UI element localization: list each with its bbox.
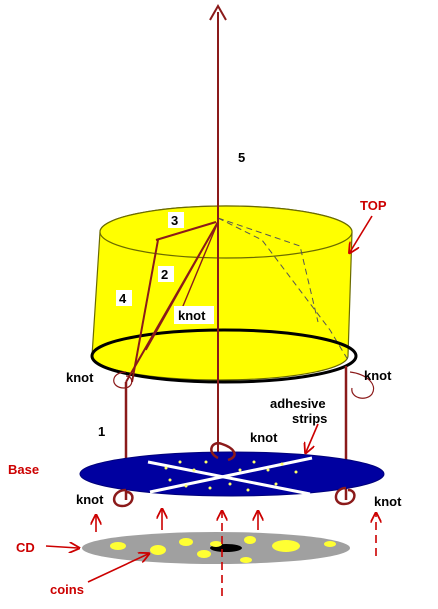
coins-label: coins: [50, 582, 84, 597]
lampshade-bottom-ring: [90, 328, 358, 384]
knot-right-rim-loop: [349, 371, 375, 399]
step-4-label: 4: [119, 291, 127, 306]
top-label: TOP: [360, 198, 387, 213]
step-1-label: 1: [98, 424, 105, 439]
adhesive-strip-2: [149, 456, 313, 494]
adhesive-label-line1: adhesive: [270, 396, 326, 411]
knot-base-right-label: knot: [374, 494, 402, 509]
step-5-label: 5: [238, 150, 245, 165]
knot-base-left-loop: [113, 488, 134, 508]
hidden-string-right: [217, 217, 349, 361]
knot-left-rim-label: knot: [66, 370, 94, 385]
knot-left-rim-loop: [113, 371, 133, 389]
step-2-label: 2: [161, 267, 168, 282]
base-label: Base: [8, 462, 39, 477]
string-step-4: [131, 239, 159, 383]
step-4-box: [116, 290, 132, 306]
knot-base-center-label: knot: [250, 430, 278, 445]
adhesive-pointer-arrow: [306, 423, 319, 452]
center-string-arrowhead: [209, 3, 227, 21]
knot-base-left-label: knot: [76, 492, 104, 507]
coins: [110, 536, 336, 563]
knot-base-right-loop: [334, 486, 356, 506]
knot-center-top-box: [174, 306, 214, 324]
assembly-arrows: [96, 510, 376, 596]
cd-label: CD: [16, 540, 35, 555]
knot-base-center-loop: [210, 441, 236, 462]
adhesive-label-line2: strips: [292, 411, 327, 426]
string-step-3: [155, 221, 217, 241]
knot-center-top-label: knot: [178, 308, 206, 323]
top-pointer-arrow: [350, 215, 373, 252]
cd-pointer-arrow: [45, 546, 78, 548]
knot-right-rim-label: knot: [364, 368, 392, 383]
string-to-knot-center: [177, 221, 219, 319]
step-3-box: [168, 212, 184, 228]
coins-pointer-arrow: [87, 554, 148, 583]
string-to-knot-center-2: [145, 221, 219, 351]
adhesive-dots: [164, 460, 298, 492]
step-2-box: [158, 266, 174, 282]
adhesive-strip-1: [147, 460, 311, 496]
step-3-label: 3: [171, 213, 178, 228]
lampshade-top-rim: [99, 205, 353, 259]
